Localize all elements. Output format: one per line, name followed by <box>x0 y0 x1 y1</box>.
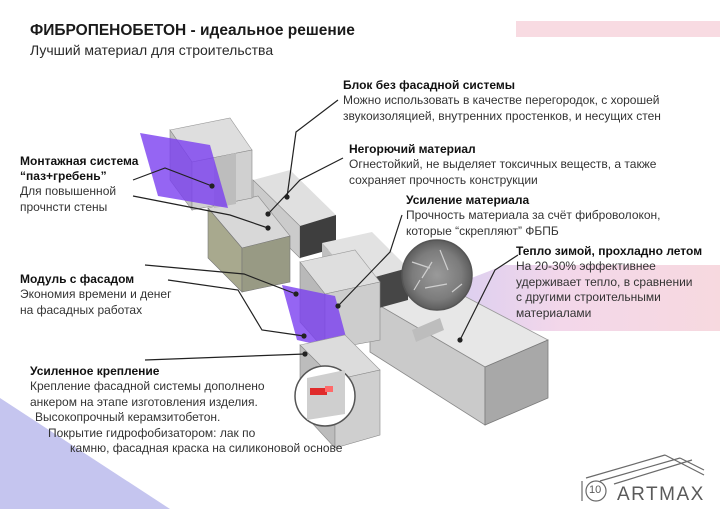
callout-fireproof: Негорючий материал Огнестойкий, не выдел… <box>349 142 656 188</box>
callout-fireproof-line: сохраняет прочность конструкции <box>349 172 538 187</box>
callout-block-title: Блок без фасадной системы <box>343 78 515 92</box>
callout-module-line: Экономия времени и денег <box>20 287 172 301</box>
callout-fastening-line: Крепление фасадной системы дополнено <box>30 379 265 393</box>
callout-fastening-line: камню, фасадная краска на силиконовой ос… <box>70 441 343 455</box>
callout-reinforce-line: Прочность материала за счёт фиброволокон… <box>406 208 661 222</box>
callout-fireproof-title: Негорючий материал <box>349 142 476 156</box>
fiber-closeup <box>401 239 473 311</box>
logo-mark: 10 <box>589 484 602 496</box>
callout-block-line: звукоизоляцией, внутренних простенков, и… <box>343 108 661 123</box>
callout-warm-title: Тепло зимой, прохладно летом <box>516 244 703 258</box>
artmax-roof-icon <box>581 454 705 502</box>
callout-fastening-line: анкером на этапе изготовления изделия. <box>30 394 258 409</box>
callout-warm-line: материалами <box>516 305 592 320</box>
callout-fastening-line: Высокопрочный керамзитобетон. <box>35 410 221 424</box>
lavender-corner <box>0 398 170 509</box>
callout-mount-line: прочнсти стены <box>20 199 108 214</box>
callout-fastening-title: Усиленное крепление <box>30 364 160 378</box>
callout-block: Блок без фасадной системы Можно использо… <box>343 78 661 124</box>
header-accent-bar <box>516 21 720 37</box>
callout-mount: Монтажная система “паз+гребень” Для повы… <box>20 154 138 215</box>
callout-module-title: Модуль с фасадом <box>20 272 135 286</box>
callout-reinforce-line: которые “скрепляют” ФБПБ <box>406 223 559 238</box>
callout-mount-title: “паз+гребень” <box>20 169 107 183</box>
callout-fastening-line: Покрытие гидрофобизатором: лак по <box>48 425 256 440</box>
callout-fastening: Усиленное крепление Крепление фасадной с… <box>30 364 342 457</box>
page-title: ФИБРОПЕНОБЕТОН - идеальное решение <box>30 22 355 39</box>
callout-fireproof-line: Огнестойкий, не выделяет токсичных вещес… <box>349 157 657 171</box>
callout-warm: Тепло зимой, прохладно летом На 20-30% э… <box>516 244 702 321</box>
callout-module: Модуль с фасадом Экономия времени и дене… <box>20 272 171 318</box>
callout-mount-line: Для повышенной <box>20 184 117 198</box>
callout-warm-line: удерживает тепло, в сравнении <box>516 274 693 289</box>
callout-reinforce: Усиление материала Прочность материала з… <box>406 193 661 239</box>
callout-block-line: Можно использовать в качестве перегородо… <box>343 93 660 107</box>
callout-warm-line: с другими строительными <box>516 290 661 304</box>
callout-reinforce-title: Усиление материала <box>406 193 530 207</box>
artmax-logo: ARTMAX <box>617 484 705 505</box>
page-subtitle: Лучший материал для строительства <box>30 42 274 58</box>
callout-module-line: на фасадных работах <box>20 302 143 317</box>
callout-warm-line: На 20-30% эффективнее <box>516 259 656 273</box>
callout-mount-title: Монтажная система <box>20 154 139 168</box>
purple-membrane-upper <box>140 133 228 208</box>
